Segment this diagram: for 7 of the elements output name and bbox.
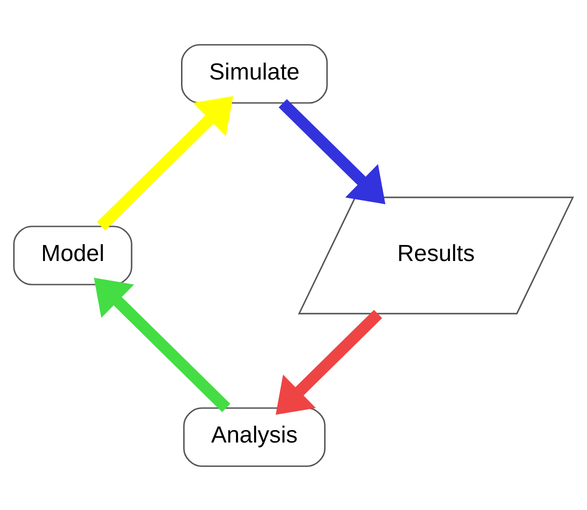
- arrow: [278, 98, 386, 204]
- node-box: Model: [13, 225, 132, 285]
- arrow: [94, 277, 230, 412]
- node-box: Analysis: [183, 406, 326, 466]
- arrow: [276, 309, 382, 414]
- arrow: [96, 96, 234, 230]
- node-box: Simulate: [181, 44, 328, 104]
